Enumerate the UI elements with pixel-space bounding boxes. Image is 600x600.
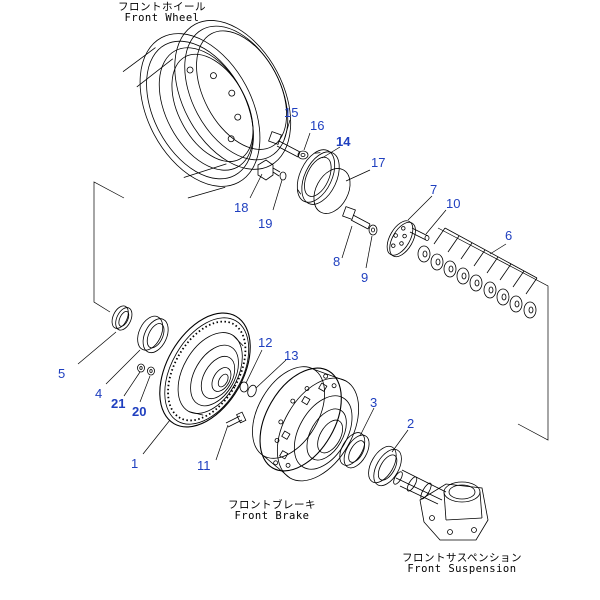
washer-21	[137, 363, 145, 373]
brake-housing	[252, 366, 360, 482]
callout-16: 16	[310, 118, 324, 133]
suspension-spindle	[393, 469, 489, 541]
pin-10	[409, 227, 430, 241]
o-ring-13	[247, 384, 257, 398]
o-ring-12	[239, 381, 249, 393]
front-wheel-rim	[122, 20, 292, 199]
callout-2: 2	[407, 416, 414, 431]
brake-disc-1	[159, 312, 251, 428]
front-brake-caption: フロントブレーキ Front Brake	[222, 500, 322, 522]
callout-19: 19	[258, 216, 272, 231]
washer-16	[297, 150, 309, 160]
front-wheel-caption: フロントホイール Front Wheel	[112, 2, 212, 24]
callout-13: 13	[284, 348, 298, 363]
bolt-15	[268, 131, 301, 158]
front-brake-caption-en: Front Brake	[234, 510, 310, 522]
assembly-guide-right	[437, 227, 549, 441]
callout-11: 11	[197, 458, 211, 473]
callout-20: 20	[132, 404, 146, 419]
front-brake-caption-jp: フロントブレーキ	[228, 499, 316, 511]
callout-15: 15	[284, 105, 298, 120]
callout-8: 8	[333, 254, 340, 269]
washer-9	[368, 224, 378, 236]
bolt-8	[342, 206, 371, 230]
front-suspension-caption-en: Front Suspension	[407, 563, 517, 575]
front-suspension-caption: フロントサスペンション Front Suspension	[402, 553, 522, 575]
o-ring-19	[279, 171, 287, 181]
seal-5	[111, 305, 133, 331]
assembly-guide-left	[93, 181, 125, 313]
callout-9: 9	[361, 270, 368, 285]
callout-7: 7	[430, 182, 437, 197]
retainer-14	[296, 149, 340, 205]
callout-numbers: 1 2 3 4 5 6 7 8 9 10 11 12 13 14 15 16 1…	[58, 105, 512, 473]
callout-12: 12	[258, 335, 272, 350]
callout-14: 14	[336, 134, 351, 149]
bearing-4	[137, 315, 169, 354]
shim-stack-6	[417, 227, 538, 319]
callout-5: 5	[58, 366, 65, 381]
callout-18: 18	[234, 200, 248, 215]
o-ring-17	[313, 168, 351, 214]
callout-3: 3	[370, 395, 377, 410]
plate-7	[386, 220, 416, 258]
ring-2	[368, 445, 402, 487]
nut-20	[147, 366, 155, 376]
leader-lines	[77, 119, 507, 461]
front-wheel-caption-en: Front Wheel	[124, 12, 200, 24]
callout-6: 6	[505, 228, 512, 243]
front-wheel-caption-jp: フロントホイール	[118, 1, 206, 13]
callout-1: 1	[131, 456, 138, 471]
callout-10: 10	[446, 196, 460, 211]
fitting-18	[257, 159, 281, 181]
callout-21: 21	[111, 396, 125, 411]
seal-3	[339, 432, 370, 469]
front-suspension-caption-jp: フロントサスペンション	[402, 552, 523, 564]
callout-17: 17	[371, 155, 385, 170]
callout-4: 4	[95, 386, 102, 401]
bolt-11	[225, 411, 247, 428]
